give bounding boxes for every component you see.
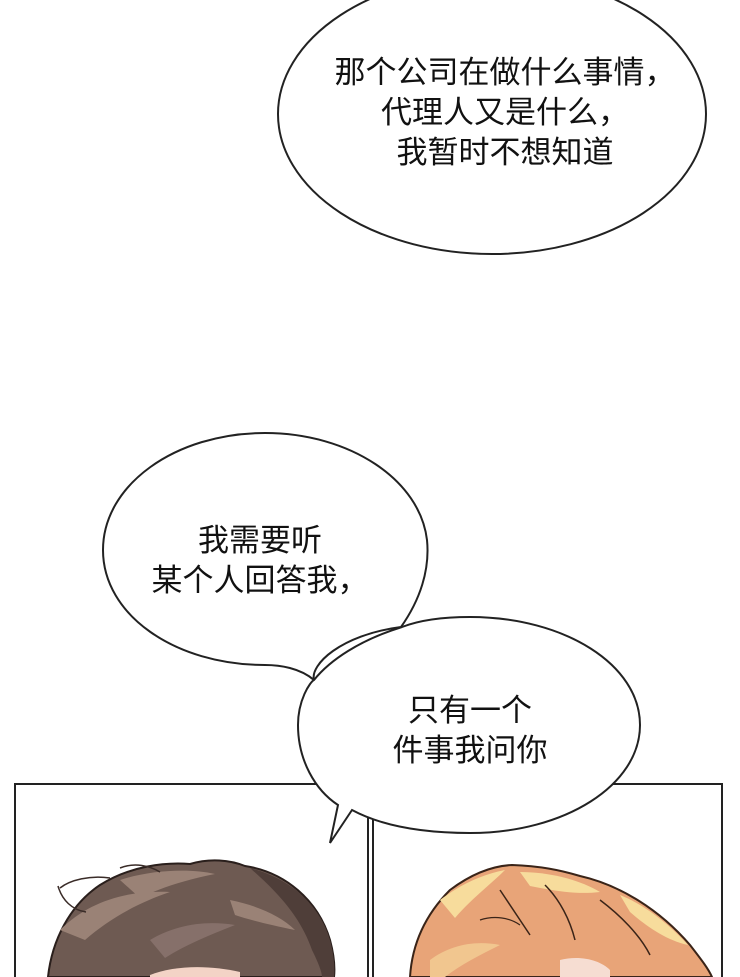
speech-bubble-middle bbox=[101, 431, 429, 683]
speech-bubble-bottom bbox=[296, 615, 642, 844]
speech-text-middle: 我需要听 某个人回答我， bbox=[110, 521, 410, 601]
blonde-hair-illustration bbox=[408, 863, 714, 977]
speech-line: 代理人又是什么， bbox=[381, 95, 629, 131]
speech-bubble-top bbox=[277, 0, 707, 255]
panel-left bbox=[14, 783, 369, 977]
speech-line: 只有一个 bbox=[408, 693, 532, 729]
speech-line: 某个人回答我， bbox=[151, 563, 369, 599]
speech-line: 我需要听 bbox=[198, 523, 322, 559]
dark-hair-illustration bbox=[46, 859, 336, 977]
speech-line: 件事我问你 bbox=[392, 733, 548, 769]
speech-text-bottom: 只有一个 件事我问你 bbox=[305, 691, 635, 771]
speech-text-top: 那个公司在做什么事情， 代理人又是什么， 我暂时不想知道 bbox=[280, 53, 730, 173]
speech-line: 那个公司在做什么事情， bbox=[334, 55, 676, 91]
speech-line: 我暂时不想知道 bbox=[396, 135, 614, 171]
